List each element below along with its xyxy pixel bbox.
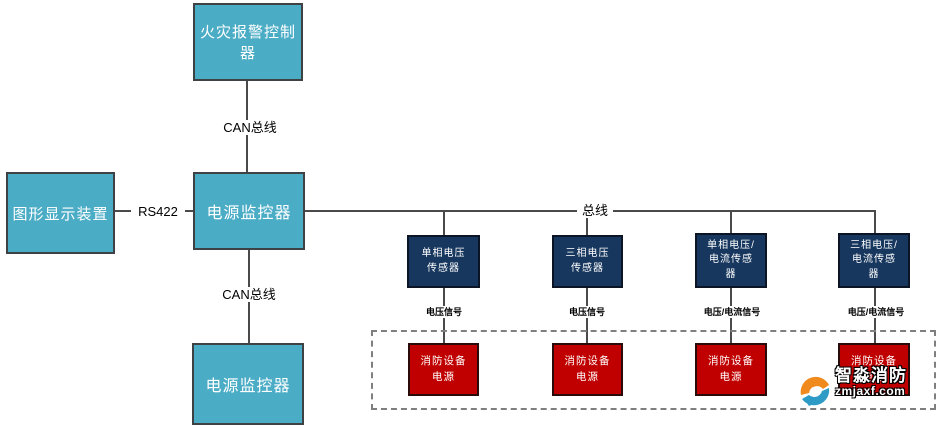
node-power-monitor-main: 电源监控器	[193, 172, 305, 250]
node-label-line: 器	[725, 268, 737, 280]
node-label: 火灾报警控制器	[199, 24, 296, 62]
node-label-line: 消防设备	[564, 354, 611, 367]
signal-label-1: 电压信号	[420, 306, 468, 318]
bus-drop-sensor4	[874, 210, 876, 235]
node-label-line: 传感器	[427, 262, 460, 274]
node-fire-power-supply-1: 消防设备 电源	[408, 343, 479, 396]
node-label-line: 消防设备	[851, 354, 897, 367]
node-label-line: 三相电压/	[850, 239, 898, 251]
signal-label-2: 电压信号	[563, 306, 611, 318]
node-sensor-three-phase-voltage: 三相电压 传感器	[552, 235, 623, 288]
node-sensor-single-phase-voltage-current: 单相电压/ 电流传感 器	[695, 233, 767, 288]
bus-drop-sensor1	[443, 211, 445, 235]
node-fire-power-supply-4: 消防设备 电源	[838, 343, 910, 396]
watermark: n 智淼消防 zmjaxf.com	[797, 367, 907, 409]
node-label-line: 电源	[719, 370, 743, 383]
node-sensor-single-phase-voltage: 单相电压 传感器	[407, 235, 480, 288]
node-sensor-three-phase-voltage-current: 三相电压/ 电流传感 器	[838, 233, 910, 288]
node-label: 电源监控器	[206, 205, 292, 222]
node-label-line: 消防设备	[708, 354, 754, 367]
node-label-line: 电源	[576, 370, 599, 383]
node-fire-alarm-controller: 火灾报警控制器	[193, 3, 303, 81]
zhimiao-logo-icon: n	[800, 376, 830, 406]
edge-label-bus: 总线	[577, 203, 613, 218]
node-fire-power-supply-2: 消防设备 电源	[552, 343, 623, 396]
node-label-line: 单相电压/	[707, 239, 755, 251]
watermark-brand: 智淼消防	[835, 366, 907, 385]
node-label-line: 传感器	[571, 262, 604, 274]
node-label-line: 消防设备	[420, 354, 467, 367]
bus-drop-sensor2	[586, 211, 588, 235]
edge-label-can-bus-bottom: CAN总线	[217, 287, 281, 302]
edge-label-rs422: RS422	[131, 204, 185, 219]
node-label-line: 单相电压	[421, 248, 466, 259]
node-power-monitor-secondary: 电源监控器	[192, 343, 304, 425]
node-label-line: 三相电压	[565, 248, 610, 259]
node-label-line: 电流传感	[709, 254, 753, 266]
node-label: 图形显示装置	[12, 205, 109, 223]
node-label-line: 电源	[432, 370, 455, 383]
watermark-texts: 智淼消防 zmjaxf.com	[835, 367, 907, 398]
node-graphic-display-device: 图形显示装置	[6, 172, 115, 254]
svg-text:n: n	[811, 385, 817, 396]
bus-drop-sensor3	[730, 211, 732, 233]
edge-label-can-bus-top: CAN总线	[218, 120, 282, 135]
node-label-line: 电源	[862, 370, 886, 383]
node-fire-power-supply-3: 消防设备 电源	[695, 343, 767, 396]
watermark-url: zmjaxf.com	[835, 384, 906, 398]
supervised-zone-dashed-border	[371, 330, 936, 410]
node-label-line: 电流传感	[852, 254, 896, 266]
node-label: 电源监控器	[205, 378, 291, 395]
signal-label-3: 电压/电流信号	[694, 306, 770, 318]
node-label-line: 器	[868, 268, 880, 280]
signal-label-4: 电压/电流信号	[838, 306, 914, 318]
